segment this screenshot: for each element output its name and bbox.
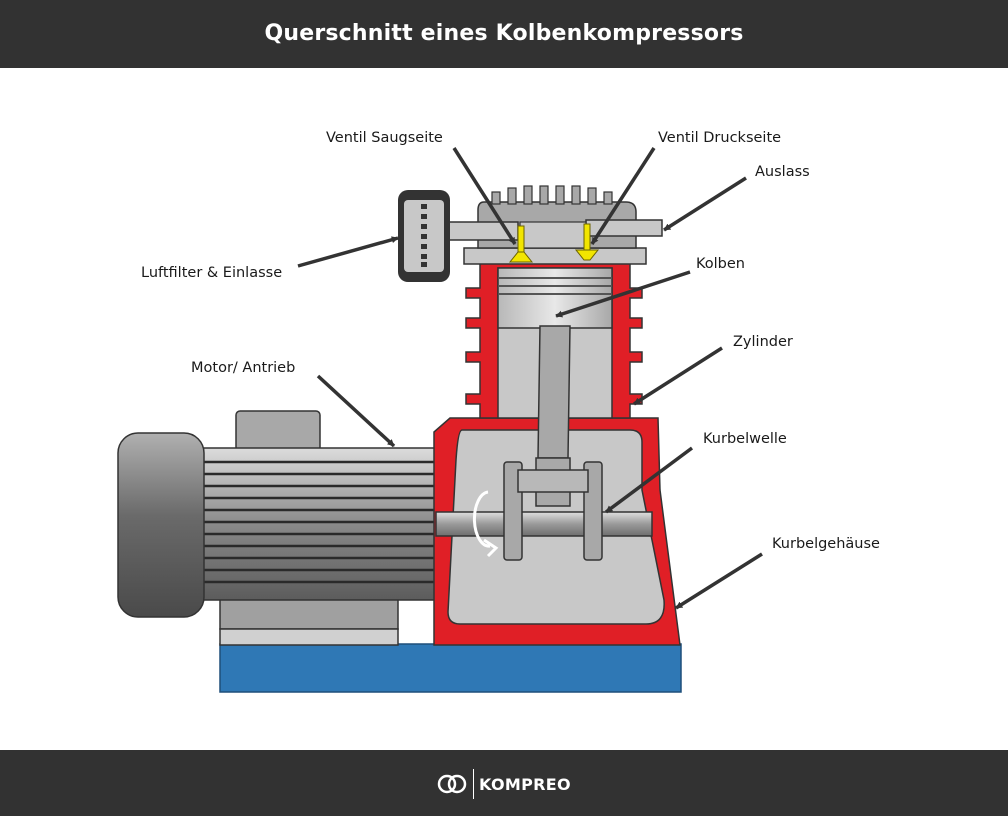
label-auslass: Auslass [755, 164, 810, 180]
connecting-rod [537, 325, 571, 459]
brand[interactable]: KOMPREO [437, 766, 571, 802]
head-fins [491, 185, 613, 205]
pressure-valve [574, 223, 600, 261]
arrow-luftfilter [297, 236, 399, 268]
base-plate [219, 643, 682, 693]
motor-cooling-fins [204, 460, 438, 584]
pointer-arrows [297, 147, 763, 610]
arrow-kolben [555, 270, 691, 318]
label-kolben: Kolben [696, 256, 745, 272]
arrow-zylinder [633, 346, 723, 406]
page-title: Querschnitt eines Kolbenkompressors [264, 21, 744, 46]
arrow-kurbelgehaeuse [675, 552, 763, 610]
air-filter [398, 190, 450, 282]
label-luftfilter: Luftfilter & Einlasse [141, 265, 282, 281]
suction-valve [508, 225, 534, 263]
cylinder-head [445, 185, 663, 265]
arrow-kurbelwelle [604, 446, 694, 514]
arrow-auslass [663, 176, 747, 232]
rotation-arrow-icon [472, 490, 499, 558]
label-motor: Motor/ Antrieb [191, 360, 295, 376]
piston [497, 267, 613, 329]
header-bar: Querschnitt eines Kolbenkompressors [0, 0, 1008, 68]
arrow-motor [316, 374, 396, 448]
label-kurbelwelle: Kurbelwelle [703, 431, 787, 447]
kompreo-logo-icon [437, 774, 467, 794]
footer-bar [0, 750, 1008, 816]
arrow-ventil-saugseite [452, 147, 517, 245]
crankshaft [435, 457, 653, 561]
label-ventil-druckseite: Ventil Druckseite [658, 130, 781, 146]
compressor-diagram: Ventil Saugseite Ventil Druckseite Ausla… [117, 130, 880, 693]
label-kurbelgehaeuse: Kurbelgehäuse [772, 536, 880, 552]
label-zylinder: Zylinder [733, 334, 793, 350]
label-ventil-saugseite: Ventil Saugseite [326, 130, 443, 146]
brand-name: KOMPREO [479, 774, 571, 794]
brand-divider [473, 769, 474, 799]
arrow-ventil-druckseite [590, 147, 656, 245]
motor [117, 410, 439, 646]
